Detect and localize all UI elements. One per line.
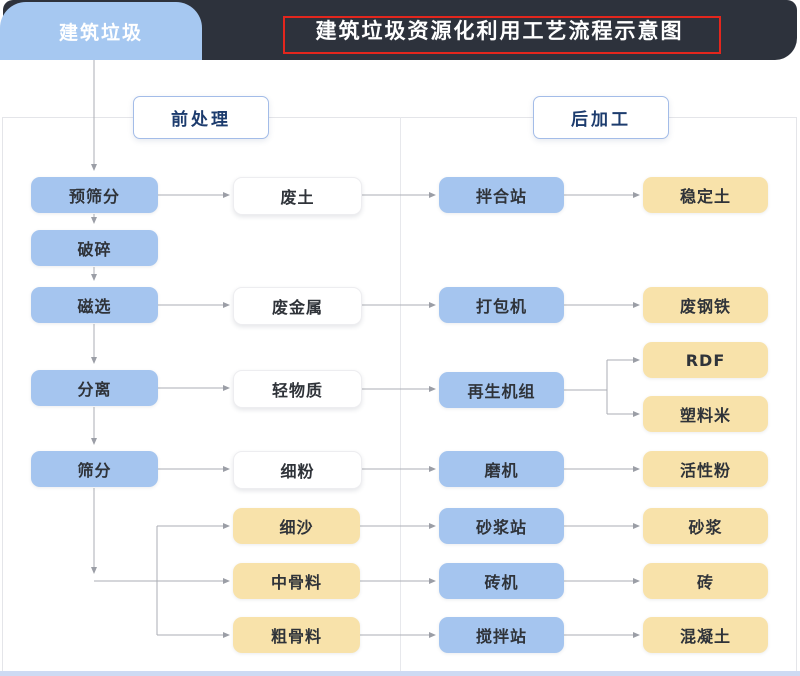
node-mill: 磨机 <box>439 451 564 487</box>
node-scrap-steel: 废钢铁 <box>643 287 768 323</box>
panel-right-border <box>796 117 797 671</box>
node-pre-screening: 预筛分 <box>31 177 158 213</box>
node-brick-machine: 砖机 <box>439 563 564 599</box>
node-screening: 筛分 <box>31 451 158 487</box>
node-fine-powder: 细粉 <box>233 451 362 489</box>
panel-bottom-bar <box>0 671 800 676</box>
node-separation: 分离 <box>31 370 158 406</box>
node-mixing-station: 拌合站 <box>439 177 564 213</box>
page-title: 建筑垃圾资源化利用工艺流程示意图 <box>315 19 684 43</box>
node-rdf: RDF <box>643 342 768 378</box>
node-medium-aggregate: 中骨料 <box>233 563 360 599</box>
node-brick: 砖 <box>643 563 768 599</box>
node-concrete: 混凝土 <box>643 617 768 653</box>
section-label-post-processing: 后加工 <box>533 96 669 139</box>
node-stabilized-soil: 稳定土 <box>643 177 768 213</box>
node-waste-soil: 废土 <box>233 177 362 215</box>
panel-left-border <box>2 117 3 671</box>
node-active-powder: 活性粉 <box>643 451 768 487</box>
node-light-material: 轻物质 <box>233 370 362 408</box>
node-magnetic-separation: 磁选 <box>31 287 158 323</box>
node-waste-metal: 废金属 <box>233 287 362 325</box>
node-coarse-aggregate: 粗骨料 <box>233 617 360 653</box>
node-stirring-station: 搅拌站 <box>439 617 564 653</box>
panel-top-border <box>2 117 797 118</box>
node-mortar-station: 砂浆站 <box>439 508 564 544</box>
panel-divider <box>400 117 401 671</box>
node-mortar: 砂浆 <box>643 508 768 544</box>
node-baling-machine: 打包机 <box>439 287 564 323</box>
node-regeneration-unit: 再生机组 <box>439 372 564 408</box>
node-fine-sand: 细沙 <box>233 508 360 544</box>
source-tab: 建筑垃圾 <box>0 2 202 60</box>
node-crushing: 破碎 <box>31 230 158 266</box>
section-label-pre-processing: 前处理 <box>133 96 269 139</box>
node-plastic-pellets: 塑料米 <box>643 396 768 432</box>
